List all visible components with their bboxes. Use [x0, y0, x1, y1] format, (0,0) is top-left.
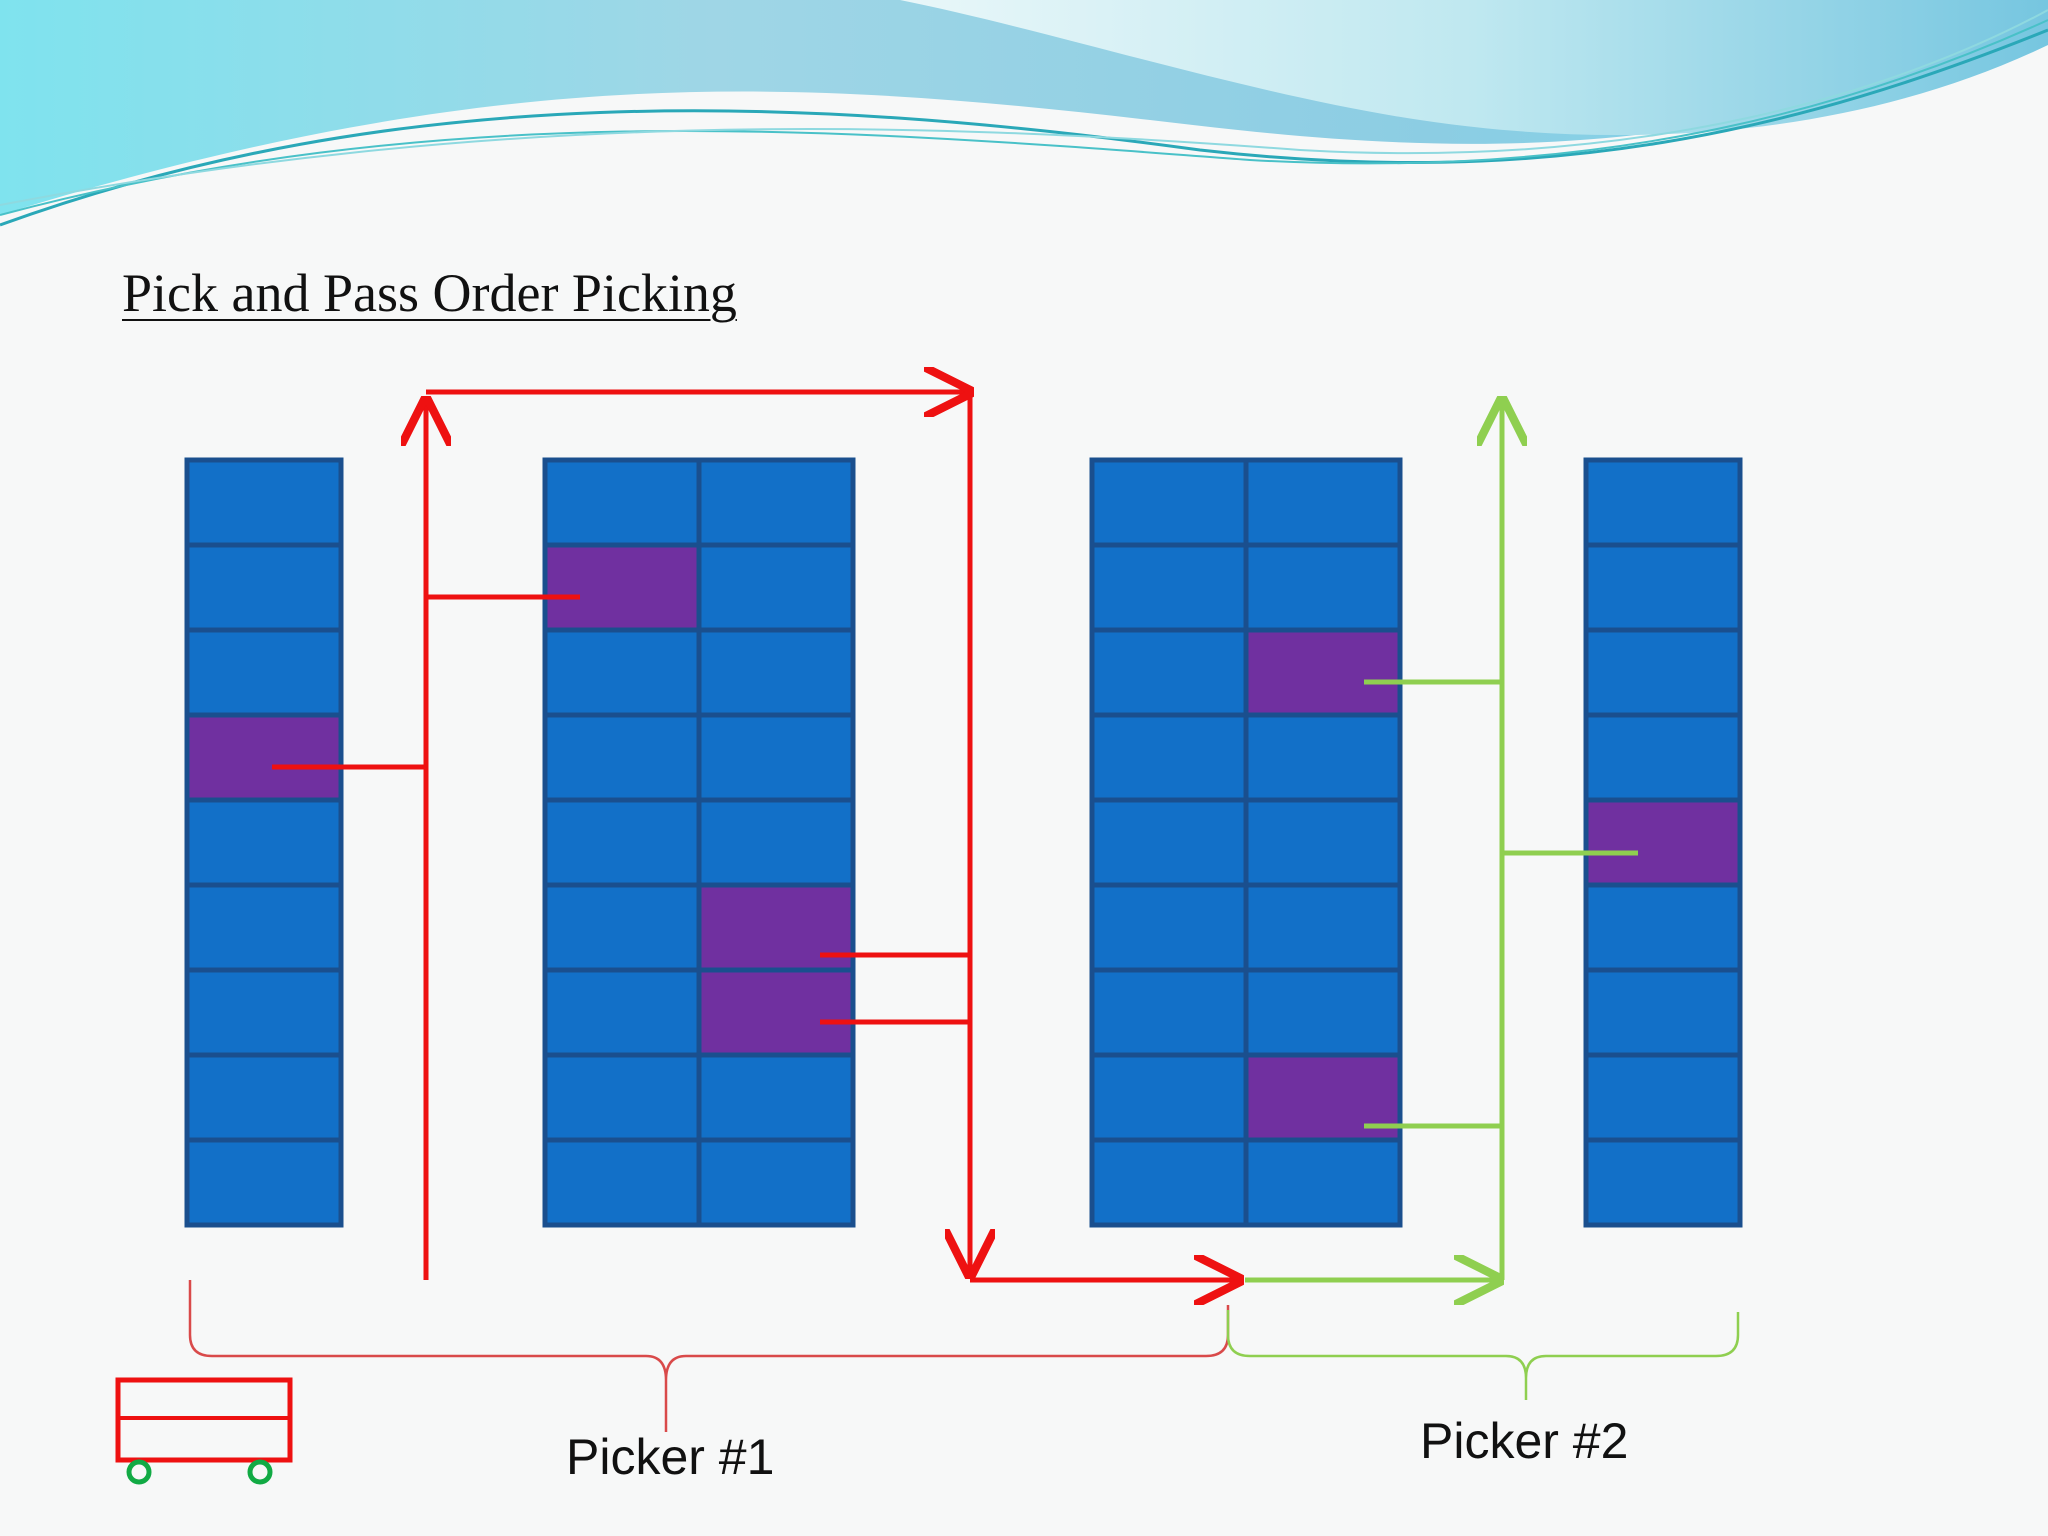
shelf-slot — [184, 967, 344, 1058]
shelf-slot — [542, 797, 702, 888]
shelf-slot — [1583, 457, 1743, 548]
pick-location-slot — [184, 712, 344, 803]
pick-location-slot — [1243, 627, 1403, 718]
shelf-slot — [184, 1052, 344, 1143]
shelf-slot — [1583, 1137, 1743, 1228]
rack-1 — [184, 457, 344, 1228]
shelf-slot — [184, 1137, 344, 1228]
shelf-slot — [1089, 712, 1249, 803]
shelf-slot — [696, 1052, 856, 1143]
cart-wheel-icon — [247, 1459, 273, 1485]
shelf-slot — [1089, 1137, 1249, 1228]
picker1-label: Picker #1 — [566, 1429, 775, 1485]
picker2-label: Picker #2 — [1420, 1413, 1629, 1469]
shelf-slot — [184, 627, 344, 718]
shelf-slot — [542, 627, 702, 718]
slide-title: Pick and Pass Order Picking — [122, 263, 737, 323]
shelf-slot — [696, 457, 856, 548]
shelf-slot — [1243, 712, 1403, 803]
shelf-slot — [696, 1137, 856, 1228]
shelf-slot — [1583, 1052, 1743, 1143]
shelf-slot — [1089, 882, 1249, 973]
shelf-slot — [1243, 967, 1403, 1058]
pick-location-slot — [696, 967, 856, 1058]
shelf-slot — [696, 712, 856, 803]
picker2-route — [1245, 400, 1638, 1280]
shelf-slot — [1089, 627, 1249, 718]
rack-4 — [1583, 457, 1743, 1228]
shelf-slot — [696, 542, 856, 633]
shelf-slot — [1089, 1052, 1249, 1143]
shelf-slot — [184, 797, 344, 888]
shelf-slot — [542, 1137, 702, 1228]
shelf-slot — [1089, 967, 1249, 1058]
shelf-slot — [1089, 542, 1249, 633]
header-wave-decoration — [0, 0, 2048, 227]
pick-location-slot — [542, 542, 702, 633]
shelf-slot — [542, 967, 702, 1058]
shelf-slot — [1583, 542, 1743, 633]
shelf-slot — [1243, 797, 1403, 888]
shelf-slot — [1583, 712, 1743, 803]
pick-location-slot — [1583, 797, 1743, 888]
shelf-slot — [696, 797, 856, 888]
shelf-slot — [1583, 967, 1743, 1058]
shelf-slot — [1243, 457, 1403, 548]
shelf-slot — [542, 1052, 702, 1143]
shelf-slot — [1243, 1137, 1403, 1228]
picker1-zone-brace — [188, 1280, 1230, 1432]
picker2-zone-brace — [1226, 1310, 1740, 1400]
shelf-slot — [1243, 542, 1403, 633]
shelf-slot — [1089, 457, 1249, 548]
cart-icon — [115, 1377, 293, 1485]
shelf-slot — [1583, 882, 1743, 973]
shelf-slot — [184, 457, 344, 548]
shelf-slot — [184, 542, 344, 633]
shelf-slot — [1583, 627, 1743, 718]
rack-3 — [1089, 457, 1403, 1228]
shelf-slot — [542, 712, 702, 803]
picker1-route — [272, 392, 1240, 1280]
shelf-slot — [542, 457, 702, 548]
shelf-slot — [1089, 797, 1249, 888]
shelf-slot — [696, 627, 856, 718]
shelf-slot — [1243, 882, 1403, 973]
storage-racks — [184, 457, 1743, 1228]
shelf-slot — [184, 882, 344, 973]
shelf-slot — [542, 882, 702, 973]
cart-wheel-icon — [126, 1459, 152, 1485]
rack-2 — [542, 457, 856, 1228]
